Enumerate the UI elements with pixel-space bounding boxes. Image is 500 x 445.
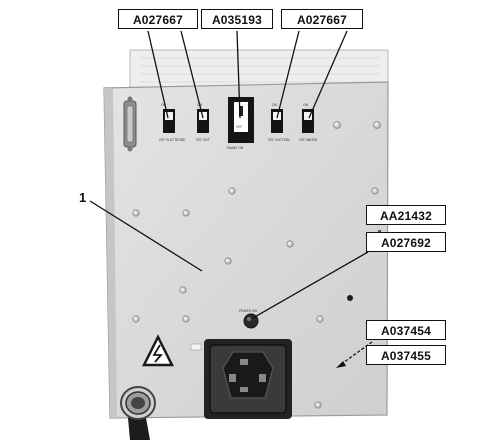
- svg-text:ON: ON: [272, 103, 278, 107]
- arrowhead: [336, 361, 346, 368]
- power-inlet-socket: [204, 339, 292, 419]
- cable-gland: [120, 386, 156, 440]
- callout-top-center: A035193: [201, 9, 273, 29]
- svg-text:ON: ON: [161, 103, 167, 107]
- callout-right-4: A037455: [366, 345, 446, 365]
- ground-stud: [347, 295, 353, 301]
- callout-top-right: A027667: [281, 9, 363, 29]
- leader-lines: [89, 30, 381, 366]
- hazard-warning-triangle: [141, 334, 175, 367]
- callout-right-2: A027692: [366, 232, 446, 252]
- panel-side-shadow: [104, 88, 117, 418]
- mains-switch: OFF MAINS ON: [227, 97, 254, 150]
- svg-text:OFF ELECTRODE: OFF ELECTRODE: [159, 138, 185, 142]
- panel-number-label: 1: [79, 190, 87, 205]
- svg-text:POWER ON: POWER ON: [239, 309, 257, 313]
- svg-text:OFF DVT: OFF DVT: [196, 138, 210, 142]
- svg-text:OFF: OFF: [236, 125, 242, 129]
- callout-right-3: A037454: [366, 320, 446, 340]
- svg-text:MAINS ON: MAINS ON: [227, 146, 244, 150]
- vent-grill: [129, 49, 389, 89]
- callout-top-left: A027667: [118, 9, 198, 29]
- rocker-switch-1: ON OFF ELECTRODE: [159, 103, 185, 142]
- small-label: [190, 343, 202, 351]
- d-sub-connector: [123, 96, 137, 152]
- svg-text:OFF SUCTION: OFF SUCTION: [268, 138, 290, 142]
- svg-text:ON: ON: [303, 103, 309, 107]
- svg-text:OFF WATER: OFF WATER: [299, 138, 318, 142]
- callout-right-1: AA21432: [366, 205, 446, 225]
